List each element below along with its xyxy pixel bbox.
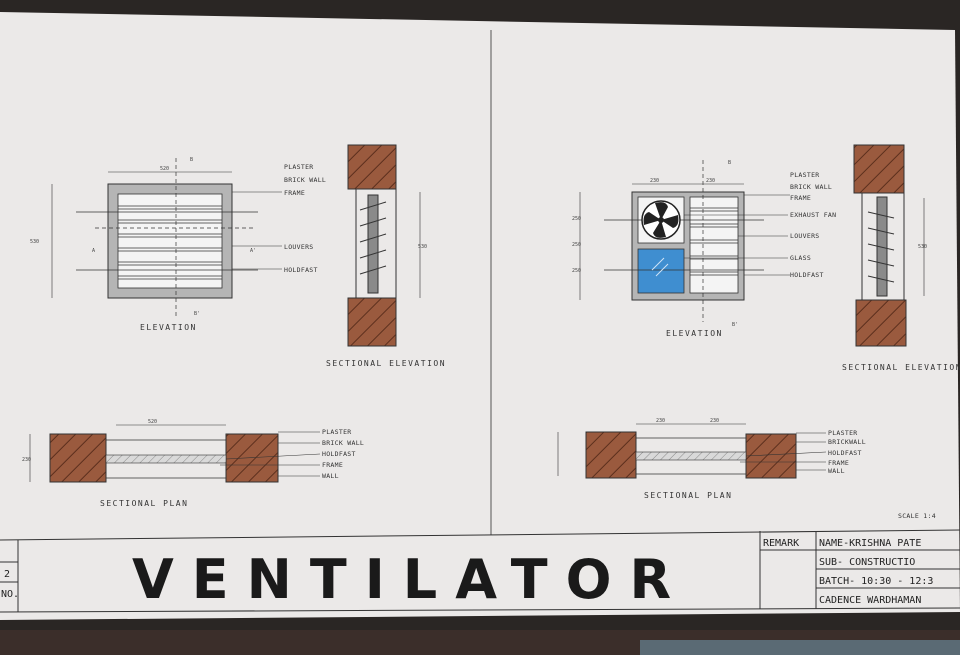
title-block	[0, 529, 960, 613]
right-dim-left-c: 250	[572, 268, 581, 274]
right-sectional-plan-caption: SECTIONAL PLAN	[644, 491, 732, 500]
left-plan-leaders	[220, 431, 321, 477]
title-block-name: NAME-KRISHNA PATE	[819, 538, 921, 549]
right-label-exhaust-fan: EXHAUST FAN	[790, 211, 836, 219]
right-dim-left-b: 250	[572, 242, 581, 248]
right-elevation-caption: ELEVATION	[666, 329, 723, 338]
left-label-holdfast: HOLDFAST	[284, 266, 318, 274]
left-plan-dim-top: 520	[148, 419, 157, 425]
left-section-mark-end: B'	[194, 311, 200, 317]
title-block-remark: REMARK	[763, 538, 799, 549]
right-label-glass: GLASS	[790, 254, 811, 262]
left-sec-dim: 530	[418, 244, 427, 250]
left-plan-label-holdfast: HOLDFAST	[322, 450, 356, 458]
left-elevation-caption: ELEVATION	[140, 323, 197, 332]
left-plan-label-brickwall: BRICK WALL	[322, 439, 364, 447]
left-cut-a: A	[92, 248, 95, 254]
left-sectional-plan-caption: SECTIONAL PLAN	[100, 499, 188, 508]
right-plan-dim-a: 230	[656, 418, 665, 424]
left-label-plaster: PLASTER	[284, 163, 314, 171]
right-section-mark: B	[728, 160, 731, 166]
left-plan-dim-left: 230	[22, 457, 31, 463]
right-label-brickwall: BRICK WALL	[790, 183, 832, 191]
left-dim-top: 520	[160, 166, 169, 172]
left-cut-a-end: A'	[250, 248, 256, 254]
left-label-louvers: LOUVERS	[284, 243, 314, 251]
left-plan-label-frame: FRAME	[322, 461, 343, 469]
left-label-brickwall: BRICK WALL	[284, 176, 326, 184]
left-label-frame: FRAME	[284, 189, 305, 197]
right-sectional-elevation-caption: SECTIONAL ELEVATION	[842, 363, 960, 372]
right-sec-dim: 530	[918, 244, 927, 250]
right-plan-label-brickwall: BRICKWALL	[828, 438, 866, 446]
right-dim-top-b: 230	[706, 178, 715, 184]
scale-note: SCALE 1:4	[898, 512, 936, 520]
right-plan-label-frame: FRAME	[828, 459, 849, 467]
right-sectional-plan	[557, 423, 827, 479]
right-dim-top-a: 230	[650, 178, 659, 184]
paper-sheet	[0, 12, 960, 620]
drawing-title: VENTILATOR	[132, 548, 689, 611]
right-label-plaster: PLASTER	[790, 171, 820, 179]
right-label-holdfast: HOLDFAST	[790, 271, 824, 279]
right-plan-label-holdfast: HOLDFAST	[828, 449, 862, 457]
left-elevation	[51, 158, 282, 316]
right-plan-label-wall: WALL	[828, 467, 845, 475]
title-block-subject: SUB- CONSTRUCTIO	[819, 557, 915, 568]
title-block-college: CADENCE WARDHAMAN	[819, 595, 921, 606]
exhaust-fan-icon	[641, 200, 681, 240]
left-sectional-elevation-caption: SECTIONAL ELEVATION	[326, 359, 446, 368]
right-plan-dim-b: 230	[710, 418, 719, 424]
title-block-left-cell-1: 2	[4, 569, 10, 580]
right-plan-label-plaster: PLASTER	[828, 429, 858, 437]
left-section-mark: B	[190, 157, 193, 163]
title-block-left-cell-2: NO.	[1, 589, 19, 600]
right-label-louvers: LOUVERS	[790, 232, 820, 240]
left-plan-label-wall: WALL	[322, 472, 339, 480]
right-sectional-elevation	[853, 144, 925, 347]
right-dim-left-a: 250	[572, 216, 581, 222]
right-label-frame: FRAME	[790, 194, 811, 202]
title-block-batch: BATCH- 10:30 - 12:3	[819, 576, 933, 587]
left-sectional-plan	[29, 424, 279, 483]
table-cloth	[640, 640, 960, 655]
right-elevation	[579, 160, 790, 322]
left-sectional-elevation	[347, 144, 421, 347]
glass-pane-icon	[651, 257, 669, 277]
right-section-mark-end: B'	[732, 322, 738, 328]
left-dim-left: 530	[30, 239, 39, 245]
left-plan-label-plaster: PLASTER	[322, 428, 352, 436]
